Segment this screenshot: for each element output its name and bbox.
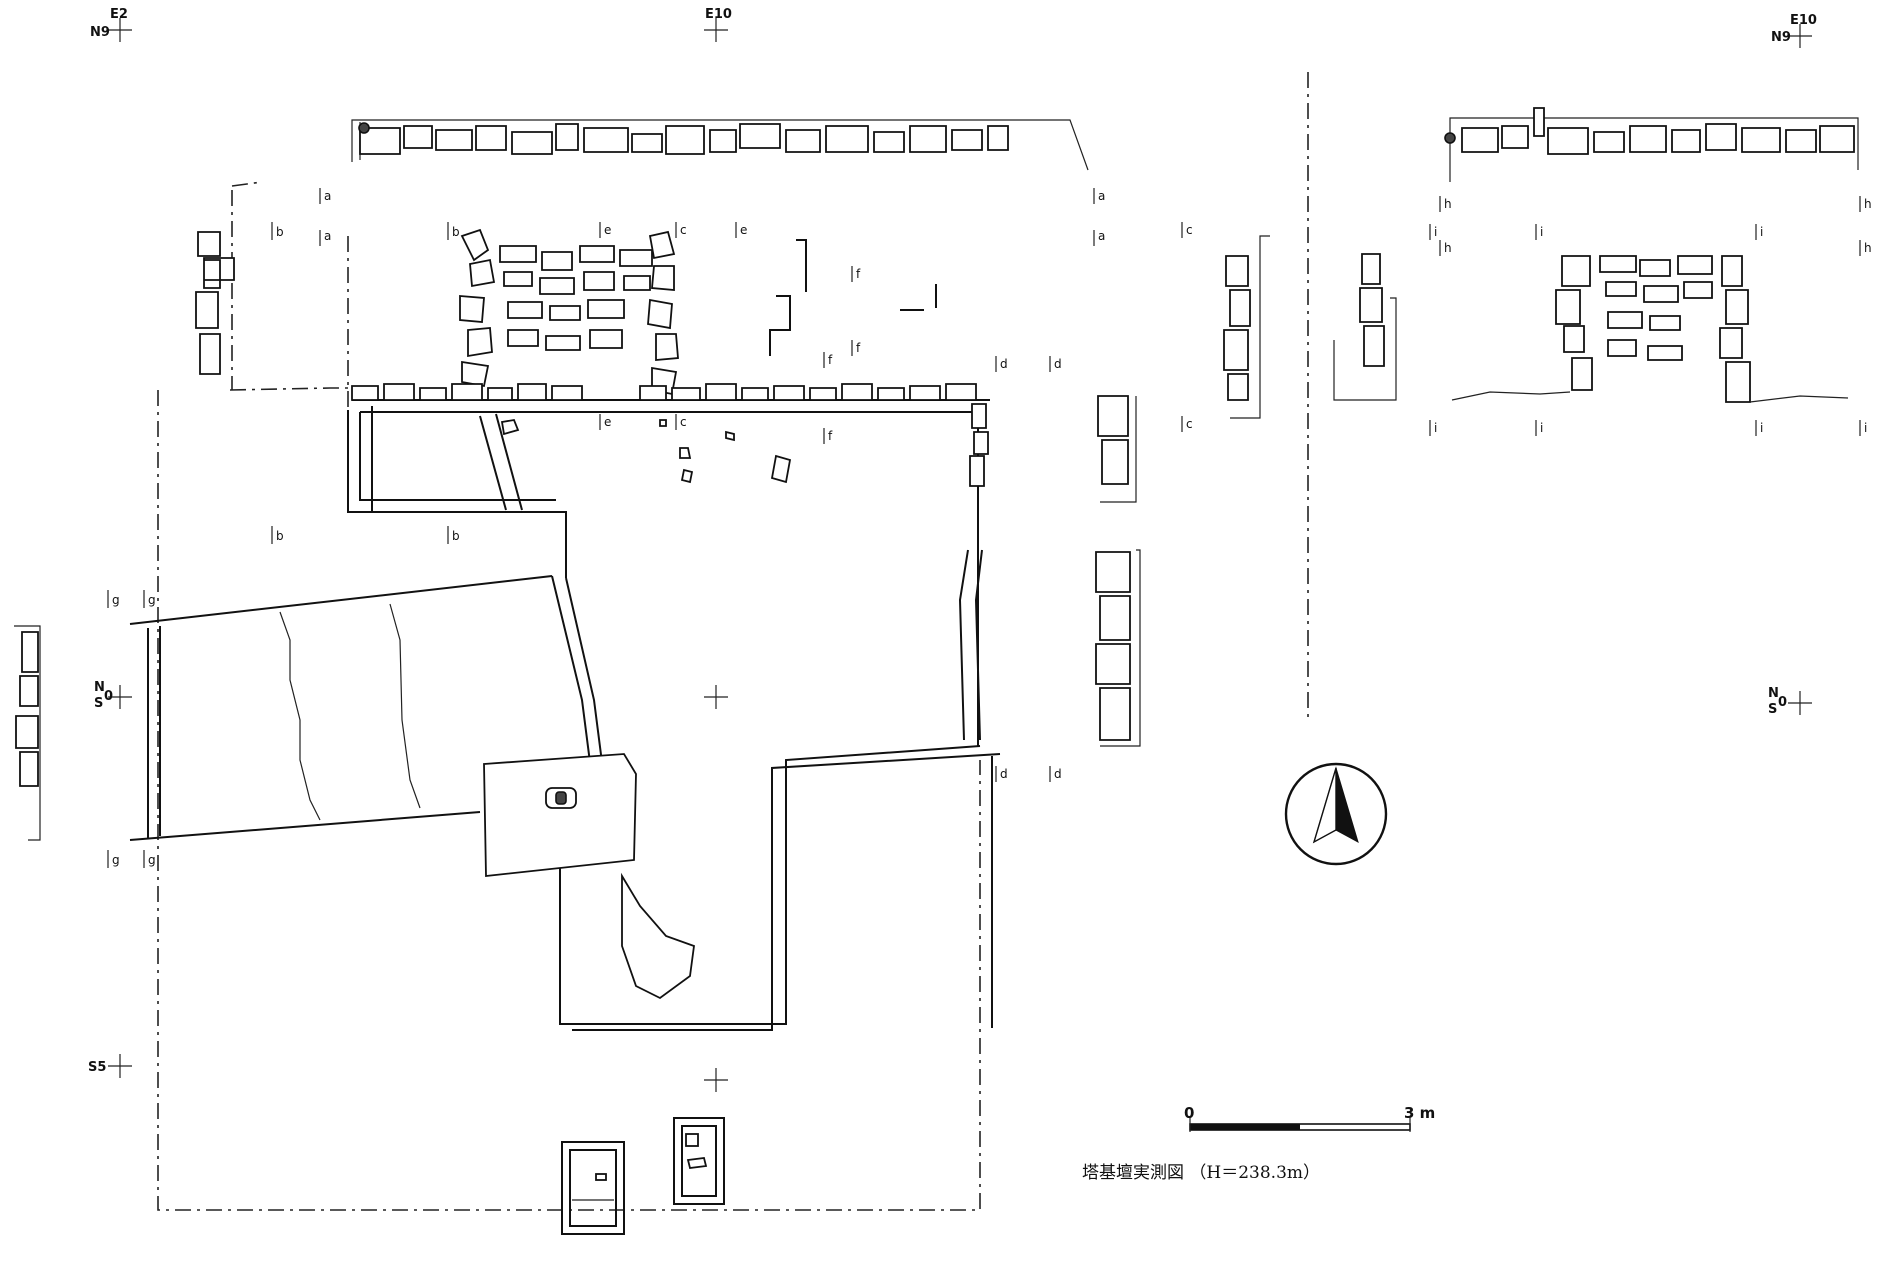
coord-n9-right: N9 [1771, 30, 1791, 45]
scale-bar [1189, 1116, 1411, 1132]
label-b: b [452, 225, 460, 239]
section-markers: b b a a e c e a a c f f f f d d d d c e … [107, 188, 1872, 868]
coord-e2: E2 [110, 7, 128, 22]
east-elevations [969, 235, 1397, 747]
label-i: i [1760, 225, 1763, 239]
label-g: g [148, 853, 156, 867]
cross-section-right [1451, 255, 1849, 403]
label-e: e [740, 223, 747, 237]
coord-n: N [94, 680, 105, 695]
label-c: c [1186, 417, 1193, 431]
label-h: h [1864, 197, 1872, 211]
label-h: h [1864, 241, 1872, 255]
label-i: i [1864, 421, 1867, 435]
coord-zero: 0 [104, 689, 113, 704]
scale-label-start: 0 [1184, 1104, 1195, 1122]
scale-label-end: 3 m [1404, 1104, 1436, 1122]
label-f: f [856, 267, 861, 281]
label-c: c [680, 223, 687, 237]
label-e: e [604, 415, 611, 429]
label-b: b [276, 225, 284, 239]
coord-e10: E10 [705, 7, 732, 22]
label-i: i [1760, 421, 1763, 435]
label-b: b [276, 529, 284, 543]
coord-s: S [94, 696, 103, 711]
coord-s-right: S [1768, 702, 1777, 717]
crosshair-icon [108, 18, 1812, 1092]
coord-n-right: N [1768, 686, 1779, 701]
label-a: a [1098, 229, 1105, 243]
label-e: e [604, 223, 611, 237]
caption-elevation: （H＝238.3m） [1189, 1163, 1321, 1183]
label-f: f [856, 341, 861, 355]
label-h: h [1444, 241, 1452, 255]
north-elevation [351, 107, 1859, 182]
label-i: i [1434, 421, 1437, 435]
core-masonry [351, 228, 977, 401]
label-g: g [112, 853, 120, 867]
label-g: g [112, 593, 120, 607]
label-d: d [1000, 357, 1008, 371]
label-h: h [1444, 197, 1452, 211]
label-d: d [1054, 767, 1062, 781]
stone-block [483, 753, 695, 1000]
pit-features [561, 1117, 725, 1235]
label-f: f [828, 429, 833, 443]
label-i: i [1540, 421, 1543, 435]
north-arrow-icon [1284, 762, 1388, 866]
label-f: f [828, 353, 833, 367]
label-i: i [1434, 225, 1437, 239]
label-g: g [148, 593, 156, 607]
coord-s5: S5 [88, 1060, 106, 1075]
label-c: c [680, 415, 687, 429]
west-wall-elevation [14, 231, 235, 841]
scattered-stones [500, 418, 792, 484]
label-d: d [1054, 357, 1062, 371]
coord-e10-right: E10 [1790, 13, 1817, 28]
coord-n9: N9 [90, 25, 110, 40]
label-a: a [324, 229, 331, 243]
label-c: c [1186, 223, 1193, 237]
coord-zero-right: 0 [1778, 695, 1787, 710]
stair-marks [769, 239, 937, 356]
label-d: d [1000, 767, 1008, 781]
label-a: a [1098, 189, 1105, 203]
label-a: a [324, 189, 331, 203]
figure-caption: 塔基壇実測図 （H＝238.3m） [1082, 1158, 1320, 1183]
label-b: b [452, 529, 460, 543]
caption-title: 塔基壇実測図 [1082, 1163, 1184, 1183]
label-i: i [1540, 225, 1543, 239]
